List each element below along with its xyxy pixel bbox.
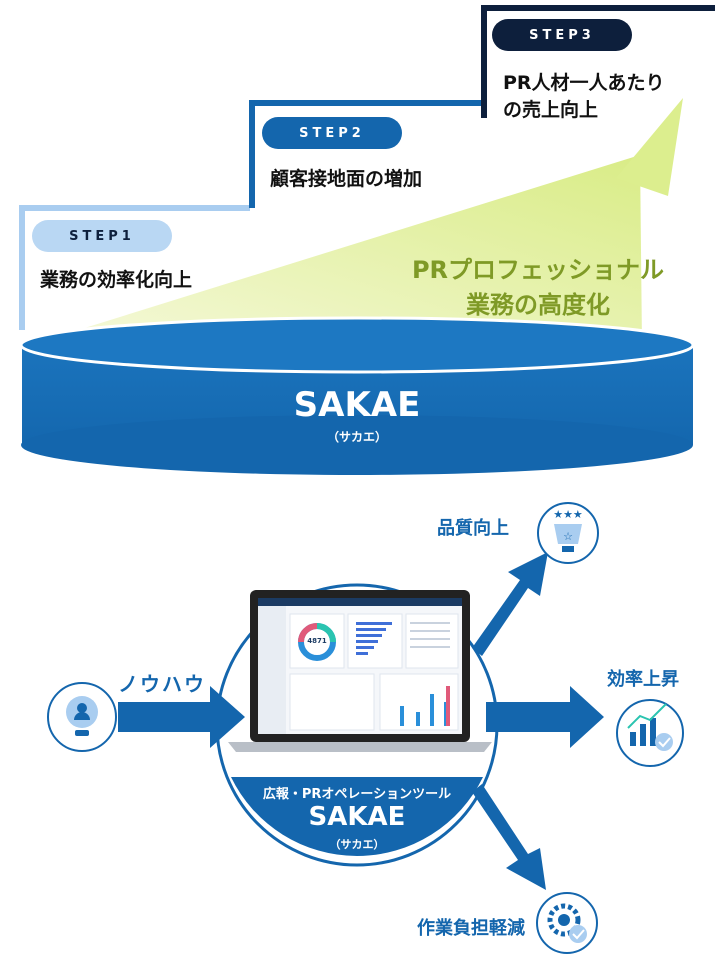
growth-label-line2: 業務の高度化 [466,291,610,319]
step1-pill: STEP1 [32,220,172,252]
dashboard-sidebar [258,606,286,734]
step2-label: STEP2 [299,125,365,141]
growth-arrow-head [616,98,683,196]
svg-text:★★★: ★★★ [553,508,583,521]
growth-wedge [30,155,642,345]
step3-text-line2: の売上向上 [503,99,599,121]
step3-pill: STEP3 [492,19,632,51]
dashboard-metric: 4871 [307,637,327,645]
cylinder-bottom [21,415,693,475]
step3-border [481,5,715,118]
tool-caption: 広報・PRオペレーションツール [262,787,452,802]
base-reading: （サカエ） [326,430,387,444]
cylinder-top [19,316,695,374]
dashboard-header [258,598,462,606]
step2-border [249,100,482,208]
output-efficiency-label: 効率上昇 [607,669,679,690]
step1-label: STEP1 [69,228,135,244]
output-arrow-right [486,686,604,748]
step3-text-line1: PR人材一人あたり [503,72,665,94]
svg-text:☆: ☆ [563,530,573,543]
tool-diagram: ★★★ ☆ [47,502,684,954]
output-burden-label: 作業負担軽減 [417,918,525,939]
tool-name: SAKAE [308,802,406,832]
step1-text: 業務の効率化向上 [40,269,193,291]
base-name: SAKAE [293,385,421,425]
tool-reading: （サカエ） [329,838,385,851]
step3-label: STEP3 [529,27,595,43]
steps-diagram [19,5,715,475]
output-arrow-up [472,552,548,656]
input-arrow [118,686,245,748]
laptop-base [228,742,492,752]
input-label: ノウハウ [118,672,206,696]
step2-pill: STEP2 [262,117,402,149]
step2-text: 顧客接地面の増加 [270,168,423,190]
step1-border [19,205,250,330]
tool-circle-lower [231,777,483,856]
output-quality-label: 品質向上 [437,518,509,539]
dashboard-card-table [289,673,375,731]
output-arrow-down [472,784,546,890]
growth-label-line1: PRプロフェッショナル [411,256,665,284]
